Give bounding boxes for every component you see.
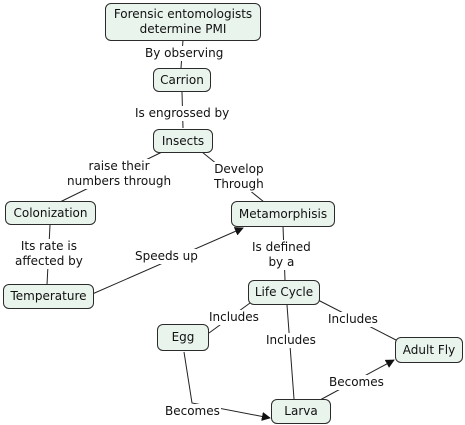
line-lifecycle-larva (286, 304, 295, 400)
node-larva[interactable]: Larva (271, 399, 331, 424)
link-label-develop-through: Develop Through (213, 162, 265, 192)
link-label-is-engrossed-by: Is engrossed by (134, 106, 231, 121)
link-label-speeds-up: Speeds up (134, 249, 199, 264)
link-label-includes-larva: Includes (265, 333, 317, 348)
node-colonization[interactable]: Colonization (5, 201, 96, 225)
node-forensic-entomologists[interactable]: Forensic entomologists determine PMI (105, 3, 261, 41)
link-label-includes-egg: Includes (208, 310, 260, 325)
node-adult-fly[interactable]: Adult Fly (395, 337, 463, 363)
node-metamorphisis[interactable]: Metamorphisis (231, 201, 335, 227)
line-egg-larva (183, 351, 271, 421)
link-label-its-rate-affected: Its rate is affected by (14, 239, 84, 269)
link-label-includes-adult: Includes (327, 312, 379, 327)
node-carrion[interactable]: Carrion (153, 68, 211, 92)
node-temperature[interactable]: Temperature (3, 284, 94, 309)
link-label-becomes-larva: Becomes (164, 404, 221, 419)
node-life-cycle[interactable]: Life Cycle (248, 280, 320, 305)
link-label-becomes-adult: Becomes (328, 375, 385, 390)
node-insects[interactable]: Insects (153, 129, 213, 153)
link-label-by-observing: By observing (144, 46, 225, 61)
link-label-is-defined-by: Is defined by a (251, 240, 312, 270)
node-egg[interactable]: Egg (157, 324, 209, 351)
link-label-raise-their-numbers: raise their numbers through (66, 159, 173, 189)
